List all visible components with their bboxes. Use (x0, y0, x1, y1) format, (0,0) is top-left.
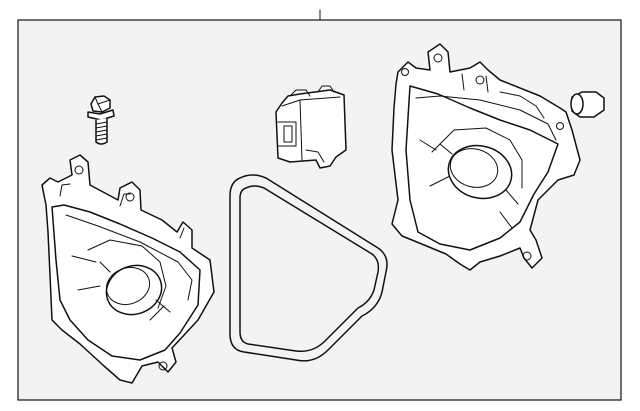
control-module-icon (275, 85, 347, 169)
left-fog-lamp-housing-icon (41, 154, 215, 384)
lens-gasket-icon (229, 174, 388, 362)
bulb-cap-icon (570, 91, 605, 118)
mounting-bolt-icon (87, 95, 115, 145)
right-fog-lamp-housing-icon (391, 43, 581, 271)
